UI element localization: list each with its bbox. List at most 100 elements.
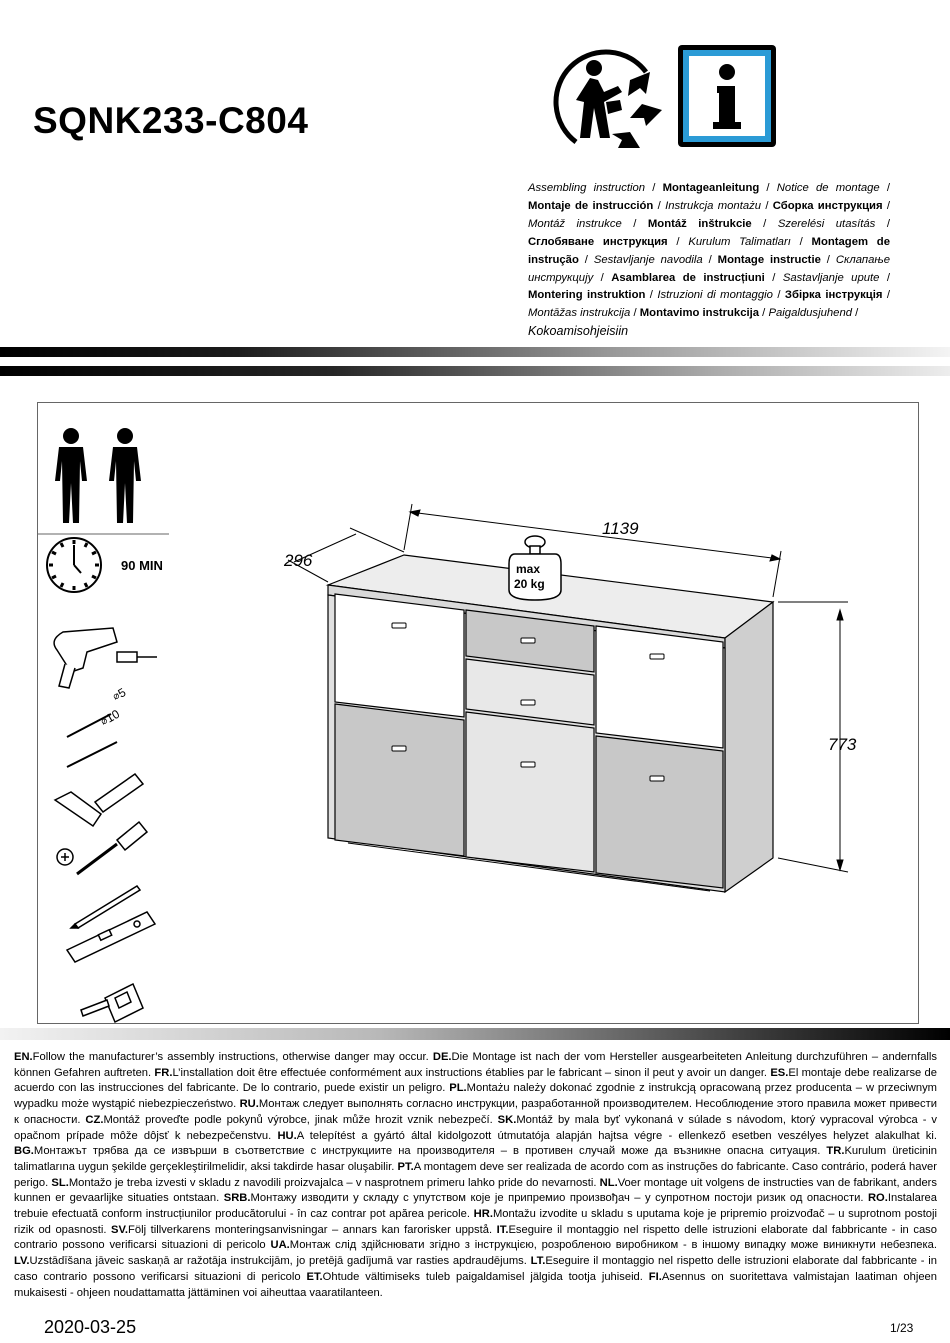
disclaimer-language-code: FR. <box>154 1066 173 1079</box>
language-separator: / <box>790 235 812 248</box>
language-separator: / <box>593 271 612 284</box>
overview-frame <box>37 402 919 1024</box>
person-icon <box>55 428 87 523</box>
recycle-person-icon <box>553 49 662 148</box>
language-separator: / <box>645 182 663 194</box>
disclaimer-language-code: DE. <box>432 1051 452 1063</box>
language-separator: / <box>621 217 648 230</box>
disclaimer-language-code: SV. <box>111 1223 129 1236</box>
language-label: Assembling instruction <box>528 182 646 194</box>
language-label: Збірка інструкція <box>784 289 883 302</box>
disclaimer-text: Uzstādīšana jāveic saskaņā ar ražotāja i… <box>29 1255 531 1268</box>
language-label: Notice de montage <box>776 182 880 194</box>
language-separator: / <box>879 182 891 194</box>
top-left-door <box>334 593 465 718</box>
drill-bit-5-label: ⌀ <box>111 690 122 703</box>
language-separator: / <box>667 235 689 248</box>
disclaimer-text: Монтажу изводити у складу с упутством ко… <box>250 1192 868 1205</box>
language-separator: / <box>764 271 783 284</box>
disclaimer-language-code: SRB. <box>223 1192 251 1205</box>
language-separator: / <box>879 271 890 284</box>
language-separator: / <box>702 253 718 266</box>
language-separator: / <box>882 289 891 302</box>
language-label: Szerelési utasítás <box>777 217 876 230</box>
tape-measure-icon <box>80 982 144 1024</box>
document-date: 2020-03-25 <box>44 1317 137 1337</box>
clock-icon <box>46 537 102 593</box>
disclaimer-text: Ohtude vältimiseks tuleb paigaldamisel j… <box>322 1270 649 1283</box>
disclaimer-text: Instalarea trebuie efectuată conform ins… <box>14 1192 937 1221</box>
document-title: SQNK233-C804 <box>33 100 309 141</box>
language-label: Montāžas instrukcija <box>528 307 631 320</box>
language-separator: / <box>820 253 836 266</box>
language-separator: / <box>751 217 778 230</box>
language-separator: / <box>761 199 773 212</box>
disclaimer-language-code: SK. <box>497 1113 517 1126</box>
language-label: Сборка инструкция <box>772 199 883 212</box>
disclaimer-text: A montagem deve ser realizada de acordo … <box>14 1160 937 1189</box>
language-label: Istruzioni di montaggio <box>657 289 773 302</box>
dimension-width: 1139 <box>602 519 639 538</box>
dimension-height: 773 <box>828 735 857 754</box>
header-rule-top <box>0 347 950 357</box>
drill-bit-10-label: ⌀ <box>99 715 110 728</box>
tools-column: ⌀ 5 ⌀ 10 <box>37 402 169 1024</box>
disclaimer-text: L’installation doit être effectuée confo… <box>172 1066 771 1079</box>
drill-icon <box>53 627 157 689</box>
sideboard-drawing: 1139 296 773 max 20 kg <box>283 503 857 894</box>
disclaimer-language-code: TR. <box>826 1145 845 1158</box>
bottom-right-door <box>595 735 724 889</box>
language-label: Montageanleitung <box>662 182 760 194</box>
middle-drawer <box>465 658 595 726</box>
max-label: max <box>516 562 540 576</box>
disclaimer-text: Voer montage uit volgens de instructies … <box>14 1176 937 1205</box>
language-label: Sastavljanje upute <box>782 271 880 284</box>
disclaimer-language-code: PL. <box>449 1082 467 1095</box>
bottom-left-door <box>334 703 465 857</box>
language-label: Склапање инструкцију <box>528 253 890 284</box>
language-separator: / <box>875 217 890 230</box>
language-separator: / <box>759 307 769 320</box>
language-separator: / <box>759 182 777 194</box>
disclaimer-language-code: FI. <box>648 1270 662 1283</box>
disclaimer-language-code: LV. <box>14 1255 30 1268</box>
spirit-level-icon <box>65 911 157 963</box>
language-label: Montavimo instrukcija <box>639 307 760 320</box>
disclaimer-language-code: LT. <box>530 1255 546 1268</box>
disclaimer-text: Montáž by mala byť vykonaná v súlade s n… <box>14 1113 938 1142</box>
drill-bit-10-value: 10 <box>104 707 123 726</box>
language-label: Sestavljanje navodila <box>593 253 703 266</box>
person-icon <box>109 428 141 523</box>
disclaimer-text: Монтажът трябва да се извърши в съответс… <box>33 1145 827 1158</box>
language-label: Kokoamisohjeisiin <box>528 324 629 339</box>
language-label: Montaje de instrucción <box>528 199 654 212</box>
language-label: Asamblarea de instrucțiuni <box>611 271 765 284</box>
disclaimer-text: Монтаж слід здійснювати згідно з інструк… <box>289 1239 937 1252</box>
disclaimer-language-code: SL. <box>51 1176 69 1189</box>
assembly-time: 90 MIN <box>121 558 163 573</box>
disclaimer-text: Montáž proveďte podle pokynů výrobce, ji… <box>103 1113 498 1126</box>
disclaimer-text: Montažo je treba izvesti v skladu z navo… <box>68 1176 600 1189</box>
disclaimer-language-code: RO. <box>867 1192 888 1205</box>
language-list: Assembling instruction / Montageanleitun… <box>528 180 890 342</box>
footer-rule <box>0 1028 950 1040</box>
pencil-icon <box>69 885 142 929</box>
disclaimer-text: Kurulum üreticinin talimatlarına uygun ş… <box>14 1145 937 1173</box>
language-label: Instrukcja montażu <box>665 199 762 212</box>
disclaimer-text: Eseguire il montaggio nel rispetto delle… <box>14 1255 938 1283</box>
language-label: Kurulum Talimatları <box>688 235 791 248</box>
disclaimer-text: Die Montage ist nach der vom Hersteller … <box>14 1051 938 1079</box>
language-separator: / <box>645 289 658 302</box>
hammer-icon <box>53 772 145 828</box>
disclaimer-language-code: BG. <box>14 1145 34 1158</box>
safety-disclaimer: EN.Follow the manufacturer’s assembly in… <box>14 1050 937 1301</box>
weight-icon <box>508 535 562 601</box>
disclaimer-language-code: UA. <box>270 1239 290 1252</box>
disclaimer-language-code: NL. <box>599 1176 618 1189</box>
language-separator: / <box>882 199 890 212</box>
disclaimer-language-code: RU. <box>239 1098 259 1111</box>
info-icon <box>678 45 776 147</box>
language-label: Montagem de instrução <box>528 235 890 266</box>
drill-bit-icon <box>66 713 118 768</box>
language-separator: / <box>578 253 594 266</box>
